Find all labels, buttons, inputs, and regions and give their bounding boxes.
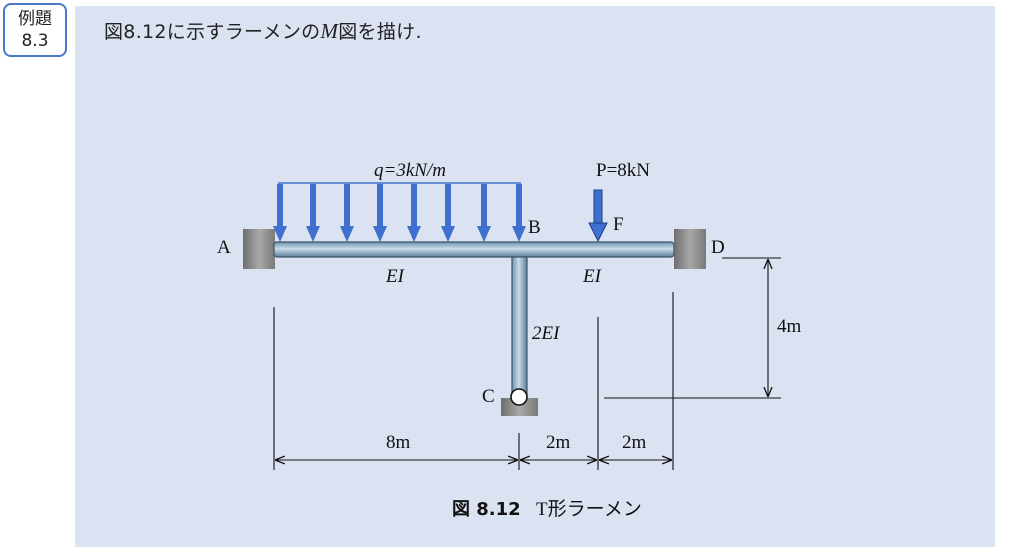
node-label-a: A — [217, 237, 231, 258]
load-arrow — [340, 184, 354, 242]
dim-label-2m-fd: 2m — [622, 432, 647, 453]
stiffness-bc: 2EI — [532, 323, 561, 344]
node-label-f: F — [613, 214, 624, 235]
point-load-arrow — [588, 189, 608, 243]
load-p-label: P=8kN — [596, 160, 650, 181]
problem-statement: 図8.12に示すラーメンのM図を描け. — [104, 17, 422, 44]
stiffness-ab: EI — [385, 266, 406, 287]
stiffness-bd: EI — [582, 266, 603, 287]
load-arrow — [441, 184, 455, 242]
fixed-support-a — [243, 229, 275, 269]
load-arrow — [306, 184, 320, 242]
problem-text-pre: 図8.12に示すラーメンの — [104, 21, 321, 43]
load-q-label: q=3kN/m — [374, 160, 446, 181]
problem-text-post: 図を描け. — [338, 21, 422, 43]
load-arrows — [273, 184, 526, 242]
load-arrow — [407, 184, 421, 242]
dim-label-4m: 4m — [777, 316, 802, 337]
node-label-c: C — [482, 386, 495, 407]
load-arrow — [477, 184, 491, 242]
beam-ad — [273, 241, 675, 258]
load-arrow — [273, 184, 287, 242]
extension-lines — [273, 257, 781, 470]
figure-caption-number: 図 8.12 — [452, 499, 521, 520]
badge-label: 例題 — [18, 9, 52, 29]
node-label-b: B — [528, 217, 541, 238]
dim-label-2m-bf: 2m — [546, 432, 571, 453]
pin-hinge-c — [510, 388, 528, 406]
column-bc — [511, 256, 528, 397]
problem-variable: M — [320, 19, 339, 43]
figure-caption-title: T形ラーメン — [536, 498, 642, 520]
example-badge: 例題 8.3 — [3, 3, 67, 57]
load-arrow — [512, 184, 526, 242]
distributed-load — [273, 182, 526, 242]
dim-label-8m: 8m — [386, 432, 411, 453]
node-label-d: D — [711, 237, 725, 258]
pin-support-base — [501, 398, 538, 416]
load-arrow — [373, 184, 387, 242]
badge-number: 8.3 — [21, 31, 49, 51]
fixed-support-d — [674, 229, 706, 269]
